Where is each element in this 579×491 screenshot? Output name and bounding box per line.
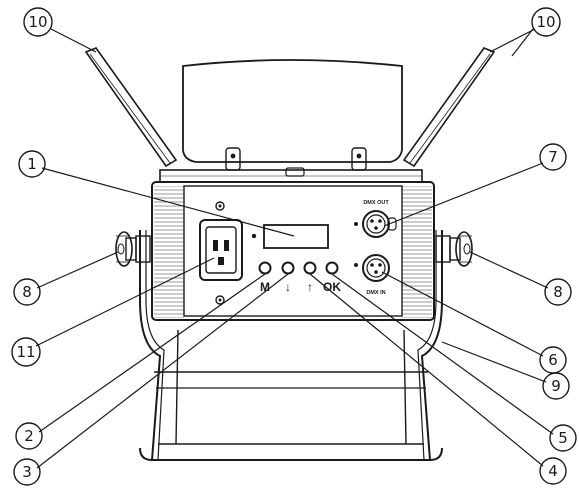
locking-knob-right (435, 231, 473, 267)
callout-6: 6 (539, 346, 567, 374)
svg-text:10: 10 (28, 13, 47, 31)
button-label-down: ↓ (285, 280, 291, 294)
barn-door-frame (159, 169, 423, 183)
svg-text:7: 7 (548, 148, 558, 166)
svg-text:8: 8 (22, 283, 32, 301)
callout-4: 4 (539, 457, 567, 485)
callout-10-right: 10 (531, 7, 561, 37)
barn-door-right (402, 47, 496, 168)
callout-5: 5 (549, 424, 577, 452)
callout-8-right: 8 (544, 278, 572, 306)
svg-text:9: 9 (551, 377, 561, 395)
svg-text:5: 5 (558, 429, 568, 447)
callout-8-left: 8 (13, 278, 41, 306)
callout-2: 2 (15, 422, 43, 450)
svg-text:3: 3 (22, 463, 32, 481)
svg-text:8: 8 (553, 283, 563, 301)
svg-text:11: 11 (16, 343, 35, 361)
dmx-out-connector: DMX OUT (354, 200, 397, 238)
button-label-ok: OK (323, 280, 341, 294)
lcd-display (263, 224, 329, 249)
svg-text:2: 2 (24, 427, 34, 445)
control-buttons: M ↓ ↑ OK (251, 233, 341, 294)
callout-11: 11 (11, 337, 41, 367)
svg-text:4: 4 (548, 462, 558, 480)
barn-door-top (182, 59, 403, 177)
callout-1: 1 (18, 150, 46, 178)
svg-text:6: 6 (548, 351, 558, 369)
dmx-in-connector: DMX IN (354, 254, 390, 296)
power-socket (199, 201, 243, 305)
button-label-mode: M (260, 280, 270, 294)
callout-9: 9 (542, 372, 570, 400)
callouts: 10 10 1 7 8 8 11 6 (11, 7, 577, 486)
barn-door-left (84, 47, 178, 168)
callout-7: 7 (539, 143, 567, 171)
housing (151, 181, 435, 321)
button-label-up: ↑ (307, 280, 313, 294)
dmx-out-label: DMX OUT (363, 200, 389, 206)
callout-10-left: 10 (23, 7, 53, 37)
callout-3: 3 (13, 458, 41, 486)
dmx-in-label: DMX IN (366, 290, 385, 296)
locking-knob-left (115, 231, 151, 267)
svg-text:1: 1 (27, 155, 37, 173)
svg-text:10: 10 (536, 13, 555, 31)
leader-lines (35, 28, 554, 469)
